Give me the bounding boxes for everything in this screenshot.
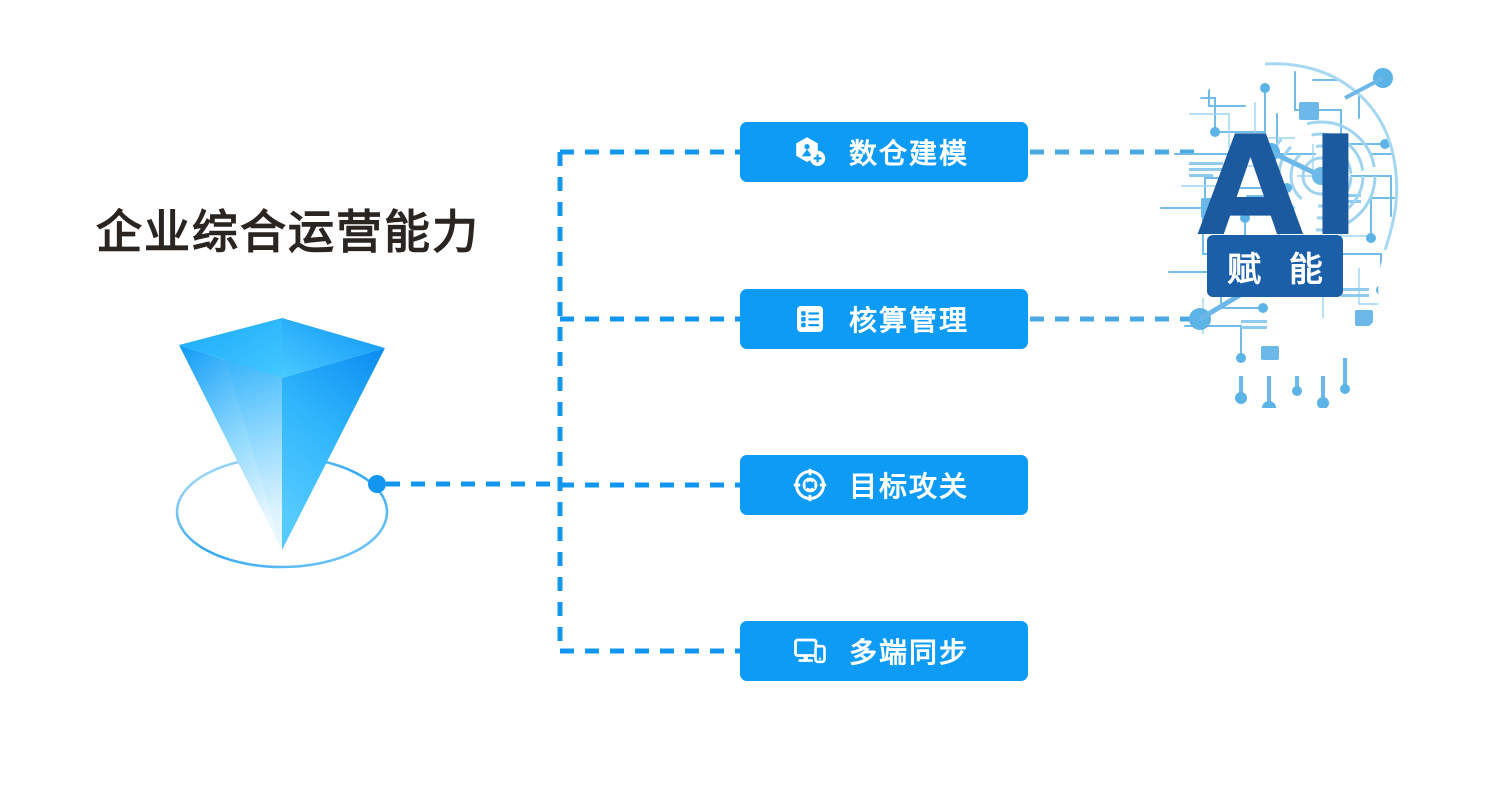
page-title: 企业综合运营能力 [96, 205, 480, 259]
capability-label: 目标攻关 [848, 470, 969, 503]
capability-button-multi-device-sync[interactable]: 多端同步 [740, 621, 1028, 681]
pyramid-svg [175, 318, 389, 569]
capability-button-data-warehouse-modeling[interactable]: 数仓建模 [740, 122, 1028, 182]
capability-label: 数仓建模 [848, 137, 969, 170]
ai-letters: AI [1197, 106, 1368, 267]
ai-enablement-badge: 赋 能 [1207, 235, 1343, 297]
inverted-pyramid-graphic [170, 300, 410, 590]
capability-label: 核算管理 [848, 304, 969, 337]
list-document-icon [796, 306, 823, 332]
target-crosshair-icon [793, 468, 827, 502]
capability-button-goal-breakthrough[interactable]: 目标攻关 [740, 455, 1028, 515]
capability-label: 多端同步 [848, 636, 969, 669]
ai-circuit-head-graphic [1145, 58, 1435, 415]
ai-badge-label: 赋 能 [1227, 249, 1331, 290]
monitor-mobile-icon [794, 638, 826, 664]
circuit-head-svg [1160, 62, 1399, 415]
cube-plus-icon [796, 137, 826, 166]
capability-button-accounting-management[interactable]: 核算管理 [740, 289, 1028, 349]
